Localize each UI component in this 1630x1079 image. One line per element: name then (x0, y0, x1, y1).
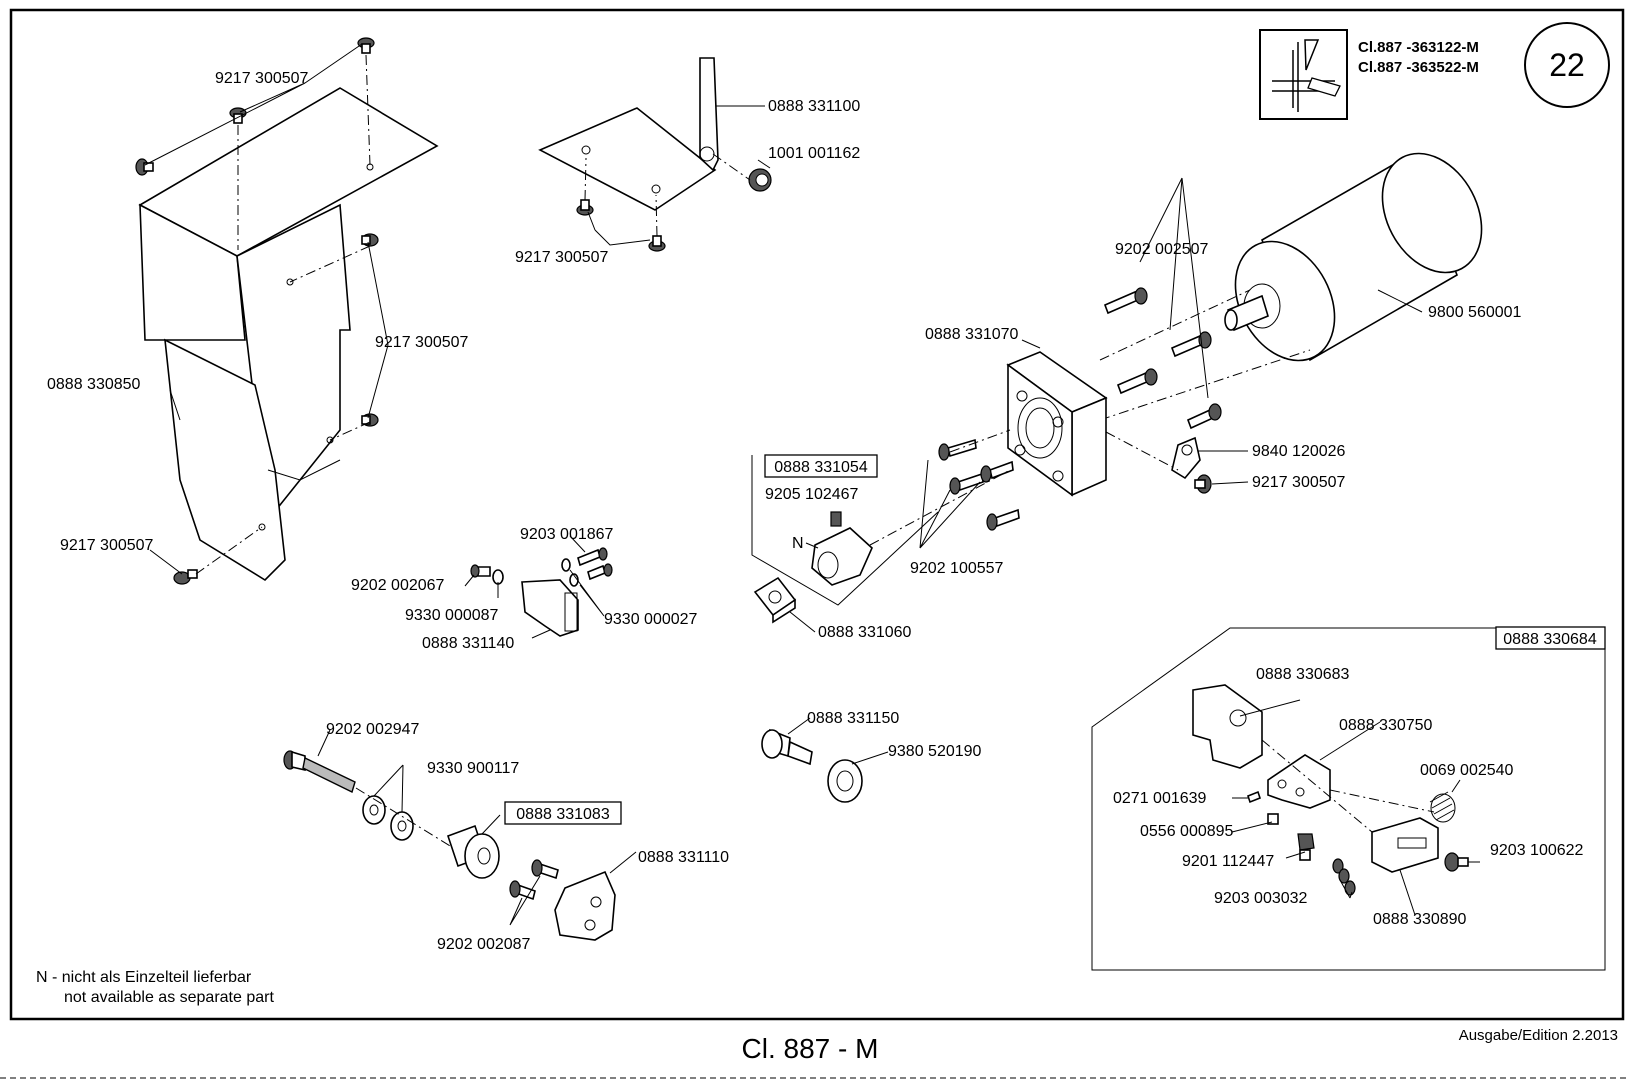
note-line-1: N - nicht als Einzelteil lieferbar (36, 969, 252, 986)
part-label: 0271 001639 (1113, 790, 1207, 807)
holder-block-part (1192, 684, 1263, 769)
footer-title: Cl. 887 - M (742, 1033, 879, 1064)
part-label: 0888 330750 (1339, 717, 1433, 734)
washer-icon (362, 795, 386, 825)
part-label: 0888 330683 (1256, 666, 1350, 683)
page-number-circle (1524, 22, 1610, 108)
screw-icon (470, 564, 491, 578)
bracket-plate-part (538, 57, 719, 211)
part-label: 9202 002507 (1115, 241, 1209, 258)
part-label: 9330 000087 (405, 607, 499, 624)
part-label: 9217 300507 (215, 70, 309, 87)
part-label: 0888 331150 (807, 710, 899, 727)
model-number-2: Cl.887 -363522-M (1358, 59, 1479, 76)
part-label: 9203 001867 (520, 526, 614, 543)
needle-symbol (1259, 29, 1348, 120)
long-bolt-part (283, 750, 356, 793)
part-label: 9217 300507 (60, 537, 154, 554)
group-label: 0888 330684 (1503, 631, 1597, 648)
part-label: 0888 330890 (1373, 911, 1467, 928)
pin-icon (1247, 790, 1261, 804)
screw-icon (1267, 813, 1279, 825)
part-label: 9217 300507 (1252, 474, 1346, 491)
screw-icon (135, 158, 154, 176)
part-label: 9202 100557 (910, 560, 1004, 577)
bearing-block-part (554, 870, 616, 941)
screw-icon (361, 413, 379, 427)
part-label: 9202 002087 (437, 936, 531, 953)
screw-icon (1170, 331, 1212, 358)
part-label: 9202 002067 (351, 577, 445, 594)
screw-icon (1103, 287, 1148, 315)
roller-part (446, 824, 500, 879)
model-number-1: Cl.887 -363122-M (1358, 39, 1479, 56)
drawing-frame (9, 8, 1625, 1021)
part-label: 0888 331100 (768, 98, 860, 115)
group-label: 0888 331083 (516, 806, 610, 823)
guide-bracket-part (1371, 817, 1439, 873)
washer-icon (390, 811, 414, 841)
stud-part (761, 728, 813, 766)
part-label: 9201 112447 (1182, 853, 1274, 870)
page-number: 22 (1549, 47, 1585, 83)
set-screw-icon (830, 511, 842, 527)
part-label: 9330 000027 (604, 611, 698, 628)
part-label: 9205 102467 (765, 486, 859, 503)
screw-icon (986, 508, 1020, 531)
screw-icon (1186, 403, 1222, 430)
part-label: 9203 100622 (1490, 842, 1584, 859)
part-label: 0888 331070 (925, 326, 1019, 343)
screw-icon (648, 235, 666, 252)
part-label: 9217 300507 (515, 249, 609, 266)
washer-icon (492, 569, 504, 585)
square-nut-part (753, 576, 797, 624)
part-label: 9800 560001 (1428, 304, 1522, 321)
part-label: 1001 001162 (768, 145, 860, 162)
n-marker: N (792, 535, 804, 552)
nut-icon (748, 168, 772, 192)
screw-icon (173, 569, 198, 585)
washer-icon (561, 558, 579, 587)
screw-icon (509, 880, 536, 901)
motor-flange-part (1006, 351, 1108, 497)
edition-label: Ausgabe/Edition 2.2013 (1459, 1027, 1618, 1044)
group-label: 0888 331054 (774, 459, 868, 476)
cable-clip-part (1171, 436, 1201, 480)
part-label: 9202 002947 (326, 721, 420, 738)
part-label: 0888 331110 (638, 849, 729, 866)
part-label: 0888 330850 (47, 376, 141, 393)
holder-plate-part (1267, 754, 1331, 809)
screw-icon (1194, 474, 1212, 494)
screw-icon (361, 233, 379, 247)
screw-icon (1297, 833, 1315, 861)
cover-guard-part (138, 87, 439, 582)
screw-icon (1332, 858, 1356, 896)
screw-icon (1116, 368, 1158, 395)
part-label: 0556 000895 (1140, 823, 1234, 840)
screw-icon (1444, 852, 1469, 872)
part-label: 9330 900117 (427, 760, 519, 777)
part-label: 9217 300507 (375, 334, 469, 351)
part-label: 0069 002540 (1420, 762, 1514, 779)
screw-icon (531, 859, 559, 880)
part-label: 0888 331140 (422, 635, 514, 652)
angle-bracket-part (521, 579, 579, 637)
note-line-2: not available as separate part (64, 989, 274, 1006)
screw-icon (949, 472, 984, 495)
screw-icon (357, 37, 375, 54)
screw-icon (938, 438, 977, 461)
part-label: 9840 120026 (1252, 443, 1346, 460)
screw-icon (576, 199, 594, 216)
part-label: 9203 003032 (1214, 890, 1308, 907)
washer-icon (827, 759, 863, 803)
spring-part (1429, 791, 1456, 823)
screw-icon (587, 563, 613, 581)
screw-icon (577, 547, 608, 567)
part-label: 0888 331060 (818, 624, 912, 641)
part-label: 9380 520190 (888, 743, 982, 760)
coupling-part (811, 527, 873, 586)
screw-icon (980, 460, 1014, 483)
motor-part (1224, 152, 1483, 362)
